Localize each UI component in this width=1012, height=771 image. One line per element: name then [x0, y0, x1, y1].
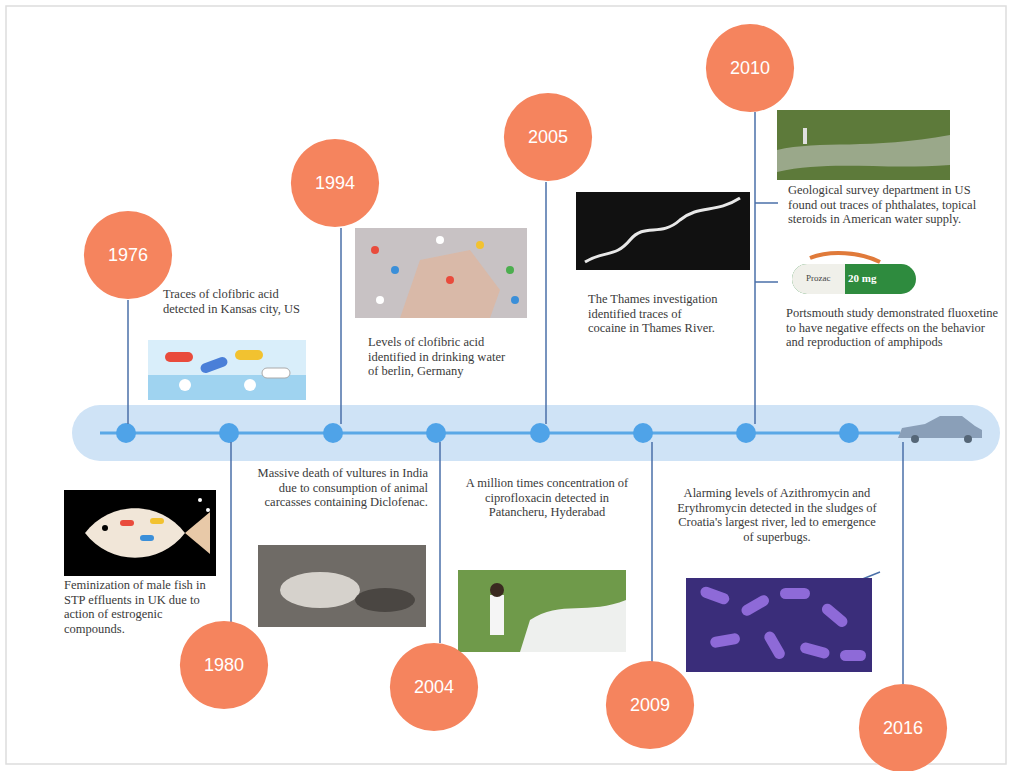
- year-circle: 2009: [605, 660, 695, 750]
- event-description: Massive death of vultures in India due t…: [240, 466, 428, 510]
- car-icon: [898, 416, 982, 443]
- effluent-photo-illustration: [458, 570, 626, 652]
- bacteria-illustration: [686, 578, 872, 672]
- vulture-photo-illustration: [258, 545, 426, 627]
- year-label: 2010: [705, 23, 795, 113]
- year-label: 2016: [858, 683, 948, 771]
- year-label: 2005: [503, 92, 593, 182]
- year-label: 1980: [179, 620, 269, 710]
- pill-text: Prozac: [806, 273, 831, 283]
- year-label: 2004: [389, 642, 479, 732]
- leader-lines: [128, 112, 903, 684]
- event-description: Geological survey department in US found…: [788, 183, 998, 227]
- timeline-dots: [116, 423, 859, 443]
- event-description: Traces of clofibric acid detected in Kan…: [163, 287, 315, 316]
- pill-text: 20 mg: [848, 272, 876, 285]
- pills-illustration: [148, 340, 306, 400]
- pill-fish-illustration: [64, 490, 216, 576]
- year-label: 1976: [83, 210, 173, 300]
- event-description: Alarming levels of Azithromycin and Eryt…: [676, 486, 878, 544]
- event-description: Feminization of male fish in STP effluen…: [64, 578, 220, 636]
- timeline-band: [72, 405, 1000, 461]
- year-label: 2009: [605, 660, 695, 750]
- event-description: A million times concentration of ciprofl…: [462, 476, 632, 520]
- frame: [6, 6, 1006, 764]
- year-label: 1994: [290, 138, 380, 228]
- event-description: Portsmouth study demonstrated fluoxetine…: [786, 306, 1004, 350]
- river-aerial-illustration: [576, 192, 750, 270]
- year-circle: 1994: [290, 138, 380, 228]
- year-circle: 2016: [858, 683, 948, 771]
- year-circle: 1980: [179, 620, 269, 710]
- year-circle: 2005: [503, 92, 593, 182]
- year-circle: 1976: [83, 210, 173, 300]
- river-photo-illustration: [777, 110, 950, 180]
- hand-pills-illustration: [355, 228, 527, 318]
- event-description: Levels of clofibric acid identified in d…: [368, 335, 518, 379]
- year-circle: 2004: [389, 642, 479, 732]
- event-description: The Thames investigation identified trac…: [588, 292, 722, 336]
- pill-illustration: [790, 253, 918, 302]
- year-circle: 2010: [705, 23, 795, 113]
